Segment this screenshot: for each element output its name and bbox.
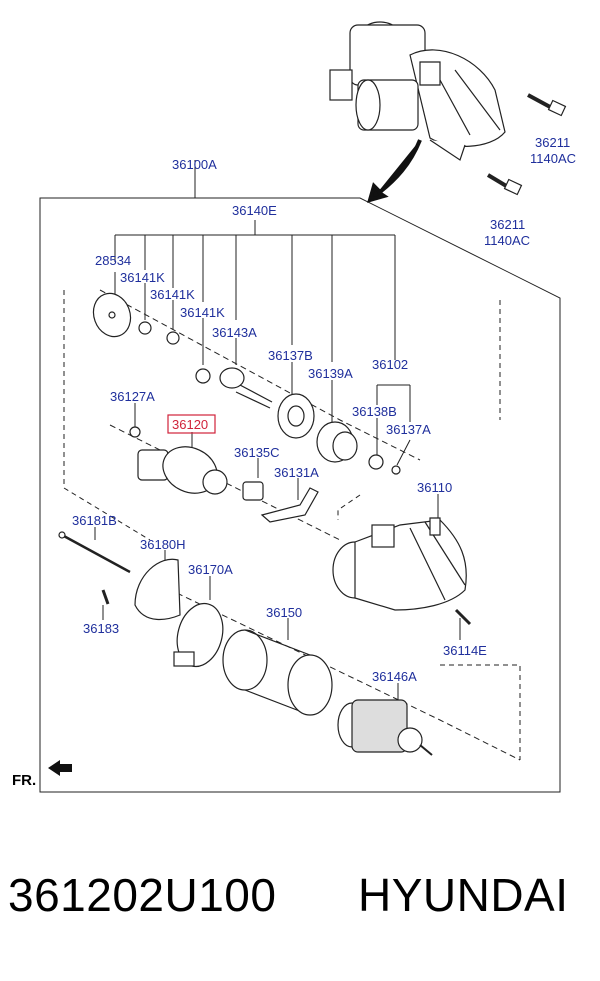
label-36141k-1[interactable]: 36141K <box>120 270 165 285</box>
starter-motor-assembly-top <box>329 21 506 161</box>
label-36143a[interactable]: 36143A <box>212 325 257 340</box>
bolt-36211-a <box>527 93 553 110</box>
label-1140ac-b: 1140AC <box>484 233 530 248</box>
label-36146a[interactable]: 36146A <box>372 669 417 684</box>
label-36138b[interactable]: 36138B <box>352 404 397 419</box>
label-36180h[interactable]: 36180H <box>140 537 186 552</box>
label-36141k-3[interactable]: 36141K <box>180 305 225 320</box>
clip-36137a <box>391 465 401 475</box>
label-36114e[interactable]: 36114E <box>443 643 487 658</box>
axis-lower <box>149 579 521 761</box>
label-36140e[interactable]: 36140E <box>232 203 277 218</box>
label-36100a[interactable]: 36100A <box>172 157 217 172</box>
assembly-arrow <box>367 139 422 203</box>
bolt-36114e <box>454 608 472 626</box>
label-36131a[interactable]: 36131A <box>274 465 319 480</box>
inner-frame-left <box>63 290 151 541</box>
label-36211-a: 36211 <box>535 135 570 150</box>
screw-36183 <box>101 589 110 605</box>
label-1140ac-a: 1140AC <box>530 151 576 166</box>
label-36120-selected[interactable]: 36120 <box>172 417 208 432</box>
label-36137b[interactable]: 36137B <box>268 348 313 363</box>
selected-part-highlight <box>167 414 216 434</box>
bolt-36211-b <box>486 173 510 189</box>
nut-36141k-1 <box>138 321 152 335</box>
label-36141k-2[interactable]: 36141K <box>150 287 195 302</box>
ring-36138b <box>368 454 384 470</box>
label-36110[interactable]: 36110 <box>417 480 452 495</box>
label-36137a[interactable]: 36137A <box>386 422 431 437</box>
label-36183[interactable]: 36183 <box>83 621 119 636</box>
axis-middle <box>109 424 341 541</box>
yoke-36150 <box>222 629 268 691</box>
nut-36127a <box>129 426 141 438</box>
label-36139a[interactable]: 36139A <box>308 366 353 381</box>
label-36211-b: 36211 <box>490 217 525 232</box>
plate-36180h <box>134 558 181 620</box>
label-36102[interactable]: 36102 <box>372 357 408 372</box>
label-36181b[interactable]: 36181B <box>72 513 117 528</box>
bolt-36181b <box>61 533 131 574</box>
part-number: 361202U100 <box>8 869 277 921</box>
lever-36131a <box>260 487 319 523</box>
axis-upper <box>99 289 421 461</box>
assembly-frame <box>39 197 561 793</box>
front-direction-label: FR. <box>12 772 37 789</box>
label-36150[interactable]: 36150 <box>266 605 302 620</box>
brand-name: HYUNDAI <box>358 869 569 921</box>
label-28534[interactable]: 28534 <box>95 253 131 268</box>
nut-36141k-2 <box>166 331 180 345</box>
shaft-36143a <box>219 367 245 389</box>
inner-frame-right <box>337 494 361 520</box>
label-36170a[interactable]: 36170A <box>188 562 233 577</box>
block-36135c <box>242 481 264 501</box>
nut-36141k-3 <box>195 368 211 384</box>
footer: 361202U100 HYUNDAI <box>0 868 600 938</box>
label-36127a[interactable]: 36127A <box>110 389 155 404</box>
front-direction-arrow-icon <box>48 760 72 776</box>
label-36135c[interactable]: 36135C <box>234 445 280 460</box>
